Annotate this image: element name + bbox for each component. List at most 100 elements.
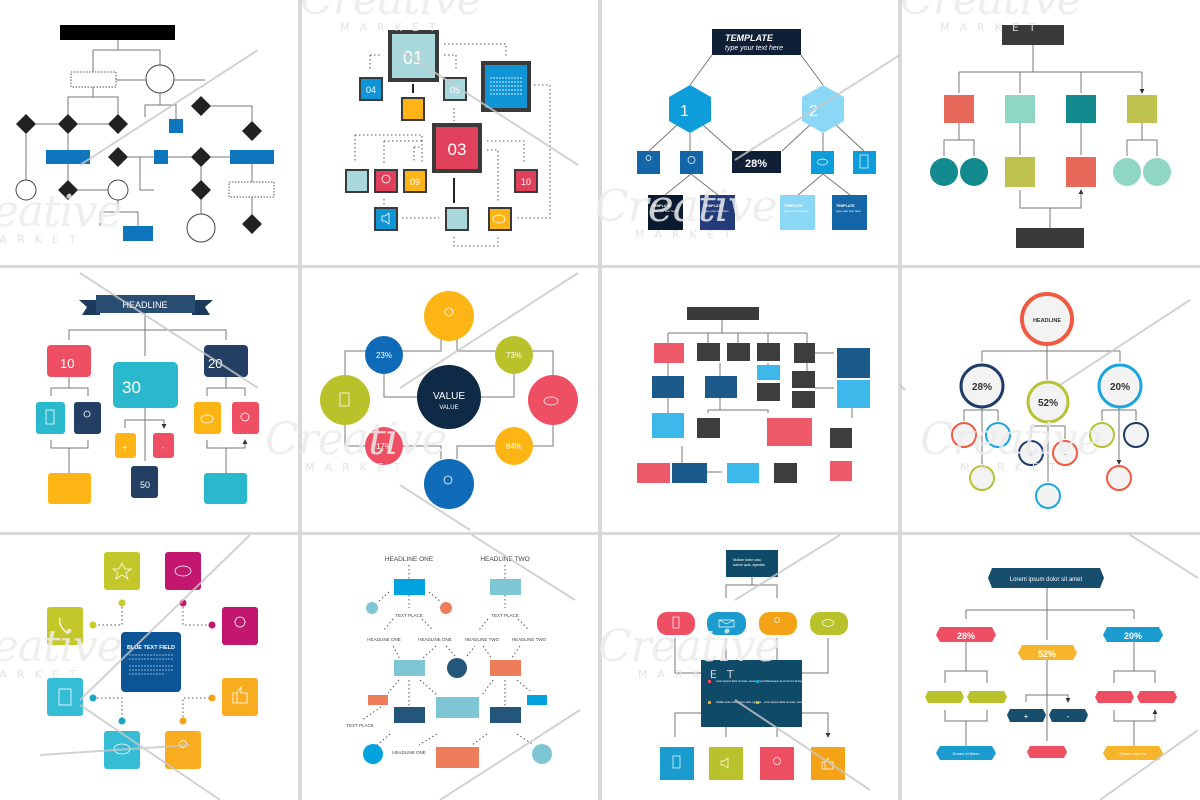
document-square: [47, 678, 83, 716]
headline-one-label: HEADLINE ONE: [418, 637, 452, 642]
document-icon: [58, 688, 72, 706]
square-05: 05: [443, 77, 467, 101]
header-box: Nullam tortor odio,rutrum quis, egestas: [726, 550, 778, 577]
svg-text:type your text here: type your text here: [704, 209, 729, 213]
person-icon: [774, 617, 780, 623]
svg-text:-: -: [1067, 712, 1070, 721]
box-20: 20: [204, 345, 248, 377]
footer-right-label: Donec eget est: [1103, 746, 1163, 760]
percent-circle-84: 84%: [495, 427, 533, 465]
yellow-text-box: [48, 473, 91, 504]
mint-circle: [1113, 158, 1141, 186]
document-icon: [45, 409, 55, 425]
numbered-squares-diagram: 01 04 05 03 09 10: [345, 30, 551, 247]
plus-circle: [1018, 440, 1044, 466]
lightbulb-icon: [381, 174, 391, 184]
panel-numbered-squares: 01 04 05 03 09 10: [302, 0, 598, 265]
chat-square: [488, 207, 512, 231]
square-04: 04: [359, 77, 383, 101]
phone-square: [47, 607, 83, 645]
hex-labels-diagram: Lorem ipsum dolor sit amet 28% 52% 20% +…: [925, 568, 1177, 760]
svg-text:2: 2: [809, 103, 818, 120]
blue-process-boxes: [46, 119, 274, 241]
bulb-square: [680, 151, 703, 174]
dashed-process-box: [228, 181, 275, 198]
square-10: 10: [514, 169, 538, 193]
person-label: [967, 691, 1007, 703]
headline-one-label: HEADLINE ONE: [367, 637, 401, 642]
navy-box: [394, 707, 425, 723]
svg-text:type your text here: type your text here: [652, 209, 677, 213]
document-box: [36, 402, 65, 434]
svg-text:TEMPLATE: TEMPLATE: [784, 204, 803, 208]
navy-hub-diagram: Nullam tortor odio,rutrum quis, egestas …: [657, 550, 848, 780]
box-30: 30: [113, 362, 178, 408]
svg-text:+: +: [1024, 712, 1029, 721]
mint-circle: [1143, 158, 1171, 186]
olive-box: [1127, 95, 1157, 123]
teal-square: [345, 169, 369, 193]
bulb-circle: [424, 459, 474, 509]
document-icon: [672, 616, 680, 629]
lightbulb-icon: [687, 156, 696, 164]
svg-text:28%: 28%: [745, 158, 767, 170]
terminal-circle: [186, 213, 216, 243]
footer-left-label: Donec et libero: [936, 746, 996, 760]
mail-icon: [718, 619, 735, 628]
document-circle: [951, 422, 977, 448]
headline-circle: HEADLINE: [1020, 292, 1074, 346]
terminal-circle: [145, 64, 175, 94]
svg-text:TEMPLATE: TEMPLATE: [725, 33, 774, 43]
text-place-label: TEXT PLACE: [395, 613, 422, 618]
teal-dot: [532, 744, 552, 764]
minus-circle: [1052, 440, 1078, 466]
blue-small-box: [527, 695, 547, 705]
svg-text:Lorem ipsum dolor sit amet: Lorem ipsum dolor sit amet: [1010, 577, 1083, 583]
svg-text:+: +: [123, 443, 128, 452]
svg-text:Donec eget est: Donec eget est: [1120, 751, 1148, 756]
light-blue-boxes: [652, 365, 870, 483]
footer-center-label: [1027, 746, 1067, 758]
hexagon-template-diagram: TEMPLATE type your text here 1 2 28% TEM…: [637, 29, 876, 230]
headline-two-title: HEADLINE TWO: [480, 556, 529, 563]
svg-text:type your text here: type your text here: [836, 209, 861, 213]
bulb-square: [760, 747, 794, 780]
thumbs-up-square: [222, 678, 258, 716]
chat-square: [811, 151, 834, 174]
square-01: 01: [388, 30, 439, 82]
svg-text:10: 10: [60, 356, 74, 371]
svg-text:type your text here: type your text here: [725, 45, 783, 52]
teal-dot: [366, 602, 378, 614]
olive-box: [1005, 157, 1035, 187]
panel-blue-text-field: BLUE TEXT FIELD: [0, 535, 298, 800]
navy-dot: [447, 658, 467, 678]
chat-circle: [1089, 422, 1115, 448]
person-square: [165, 731, 201, 769]
flowchart-diamonds-diagram: [15, 25, 275, 243]
percent-circle-52: 52%: [1026, 380, 1070, 424]
teal-box: [1066, 95, 1096, 123]
panel-navy-hub: Nullam tortor odio,rutrum quis, egestas …: [602, 535, 898, 800]
percent-circle-73: 73%: [495, 336, 533, 374]
red-box: [944, 95, 974, 123]
person-circle: [424, 291, 474, 341]
plus-box: +: [115, 433, 136, 458]
orange-dot: [440, 602, 452, 614]
blue-box: [394, 579, 425, 595]
phone-icon: [59, 617, 69, 635]
headline-ribbon: HEADLINE: [79, 295, 213, 315]
headline-two-label: HEADLINE TWO: [512, 637, 547, 642]
headline-ribbon-diagram: HEADLINE 10 30 20 + - 50: [36, 295, 259, 504]
svg-text:20%: 20%: [1110, 382, 1130, 393]
svg-text:84%: 84%: [506, 442, 522, 451]
chat-square: [104, 731, 140, 769]
percent-circle-20: 20%: [1097, 363, 1143, 409]
red-boxes: [637, 343, 852, 483]
blue-text-field: BLUE TEXT FIELD: [121, 632, 181, 692]
hexagon-2: 2: [802, 85, 844, 133]
yellow-square: [401, 97, 425, 121]
svg-text:1: 1: [680, 103, 689, 120]
percent-circle-17: 17%: [365, 427, 403, 465]
